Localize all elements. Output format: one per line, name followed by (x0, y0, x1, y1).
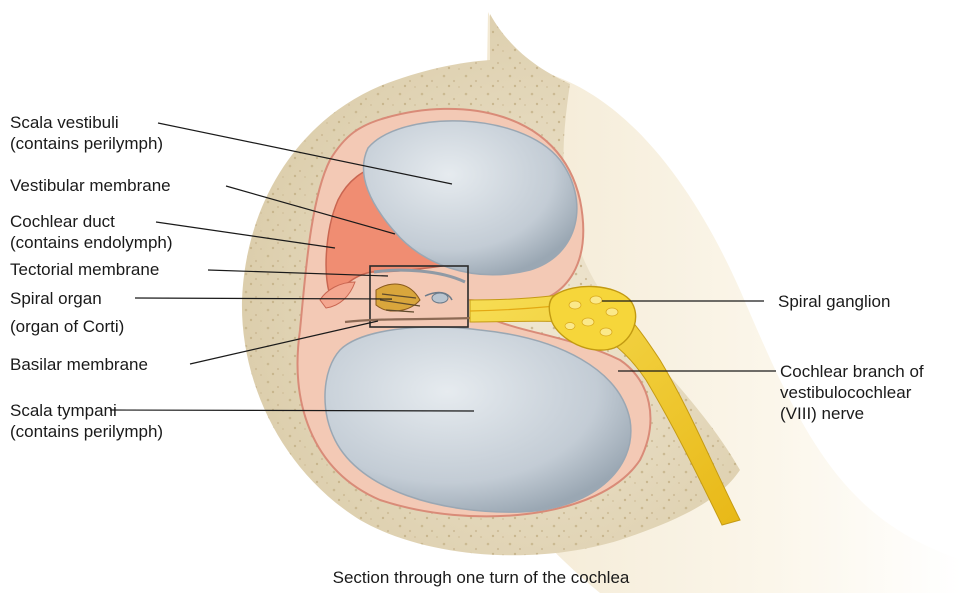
label-scala-vestibuli: Scala vestibuli (contains perilymph) (10, 112, 163, 154)
label-spiral-organ-line1: Spiral organ (10, 288, 102, 309)
label-tectorial-membrane: Tectorial membrane (10, 259, 159, 280)
label-cochlear-branch: Cochlear branch of vestibulocochlear (VI… (780, 361, 924, 424)
figure-caption: Section through one turn of the cochlea (0, 568, 962, 588)
label-spiral-ganglion: Spiral ganglion (778, 291, 890, 312)
label-cochlear-duct: Cochlear duct (contains endolymph) (10, 211, 173, 253)
label-basilar-membrane: Basilar membrane (10, 354, 148, 375)
label-scala-tympani: Scala tympani (contains perilymph) (10, 400, 163, 442)
label-vestibular-membrane: Vestibular membrane (10, 175, 171, 196)
label-spiral-organ-line2: (organ of Corti) (10, 316, 124, 337)
